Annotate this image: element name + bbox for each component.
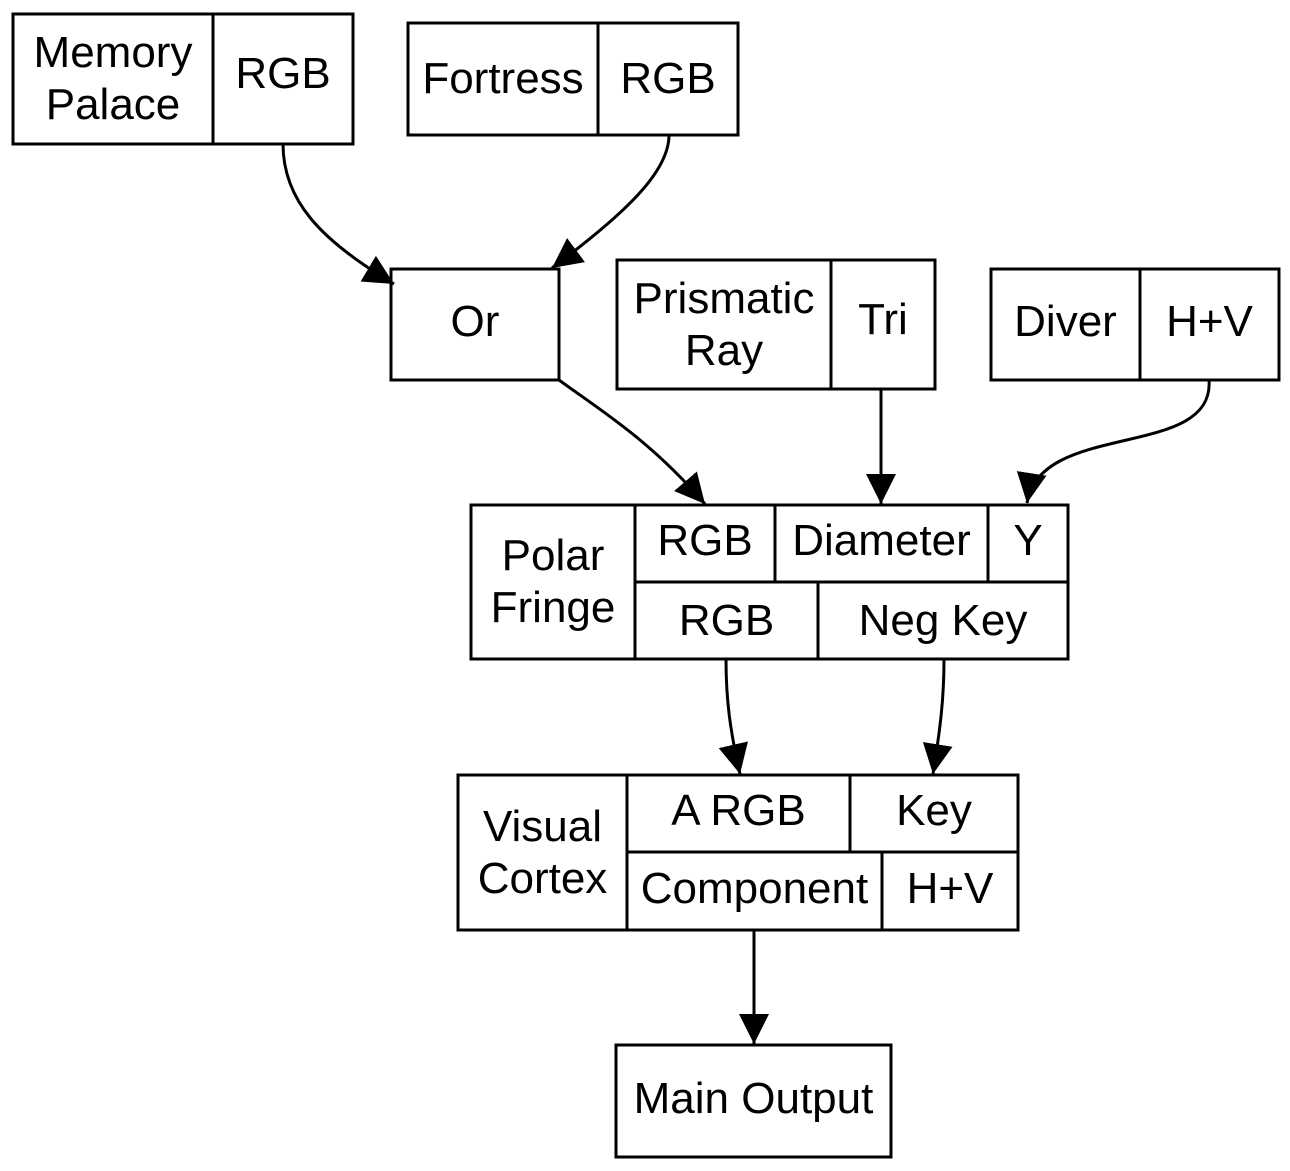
visual-cortex-in-port-a-rgb: A RGB — [671, 786, 806, 835]
main-output-label: Main Output — [633, 1074, 874, 1123]
edge-polar-fringe-to-visual-cortex-key — [922, 658, 953, 775]
or-label: Or — [450, 296, 500, 346]
edge-or-to-polar-fringe — [558, 378, 707, 505]
polar-fringe-in-port-diameter: Diameter — [792, 516, 971, 565]
memory-palace-port-rgb: RGB — [235, 49, 331, 98]
edge-memory-palace-to-or — [281, 143, 395, 286]
diver-box — [989, 267, 1281, 382]
visual-cortex-out-port-hv: H+V — [906, 864, 994, 913]
visual-cortex-label: Visual Cortex — [477, 801, 608, 903]
diver-label: Diver — [1014, 296, 1117, 346]
prismatic-ray-label: Prismatic Ray — [633, 273, 815, 375]
polar-fringe-out-port-rgb: RGB — [678, 595, 775, 645]
memory-palace-box — [11, 12, 355, 146]
polar-fringe-in-port-rgb: RGB — [657, 516, 753, 565]
edge-fortress-to-or — [551, 134, 671, 270]
edge-polar-fringe-to-visual-cortex-rgb — [718, 658, 748, 775]
polar-fringe-in-port-y: Y — [1013, 516, 1043, 565]
edge-diver-to-polar-fringe — [1016, 379, 1211, 504]
visual-cortex-in-port-key: Key — [896, 786, 972, 835]
fortress-port-rgb: RGB — [620, 54, 716, 103]
fortress-label: Fortress — [422, 54, 584, 103]
diver-port-hv: H+V — [1166, 296, 1253, 346]
memory-palace-label: Memory Palace — [33, 28, 193, 129]
prismatic-ray-port-tri: Tri — [858, 294, 908, 344]
fortress-box — [406, 21, 740, 137]
polar-fringe-out-port-neg-key: Neg Key — [858, 595, 1028, 645]
or-box — [389, 267, 561, 382]
visual-cortex-out-port-component: Component — [640, 864, 869, 913]
main-output-box — [614, 1043, 893, 1159]
polar-fringe-label: Polar Fringe — [490, 531, 616, 632]
prismatic-ray-box — [615, 258, 937, 391]
